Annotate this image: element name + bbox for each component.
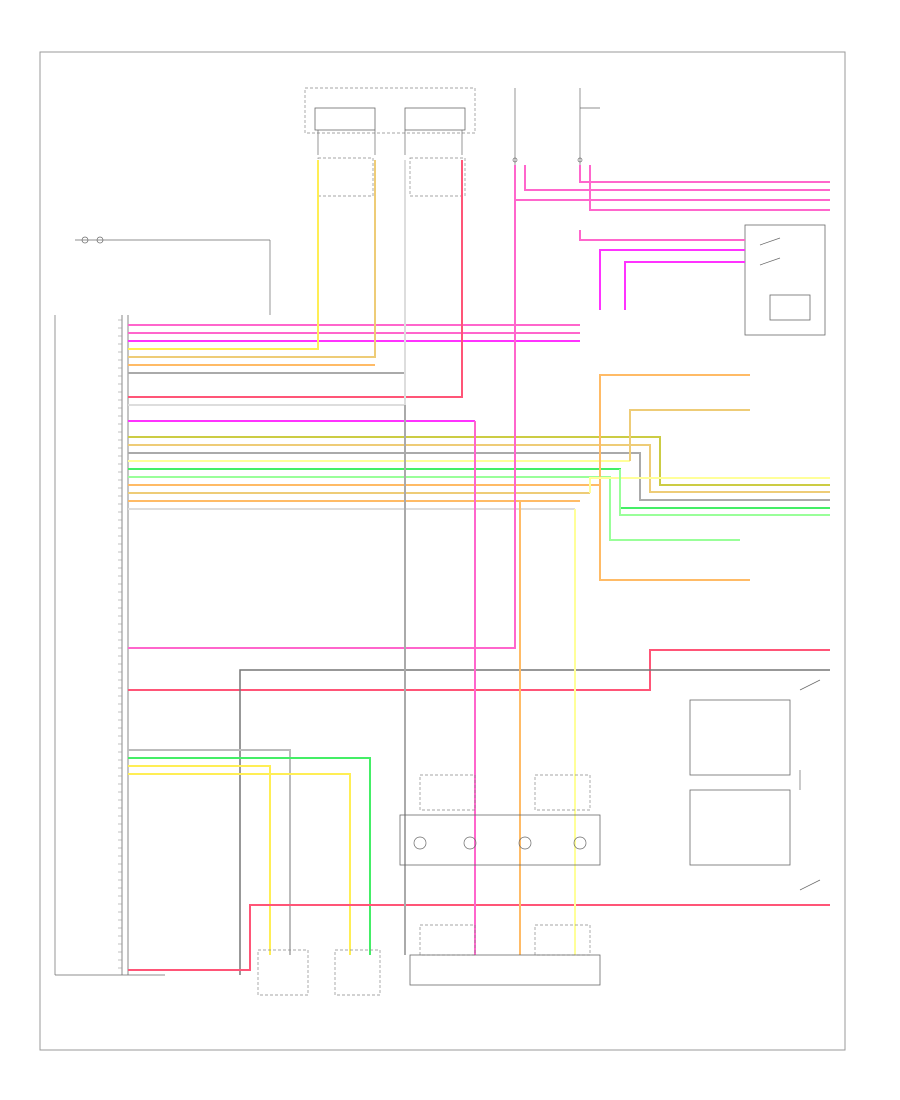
- wire-light-1: [128, 160, 406, 406]
- front-sensor-left: [314, 107, 376, 131]
- top-right-switches: [512, 88, 600, 165]
- wire-yellow-low2: [128, 773, 351, 955]
- wire-green-low1: [128, 757, 371, 955]
- wire-tan-1: [128, 160, 376, 358]
- wire-yellow-low1: [128, 765, 271, 955]
- lower-sensor-module: [399, 774, 601, 986]
- wire-pink-v5: [579, 230, 745, 241]
- airbag-module-connector: [54, 315, 129, 975]
- wire-tan-r1: [629, 409, 750, 461]
- diagram-frame: [39, 51, 846, 1051]
- wire-light-green-r: [619, 469, 830, 516]
- wire-light-green-1: [128, 476, 740, 541]
- wire-yellow-1: [128, 160, 319, 350]
- wire-magenta-v2: [624, 261, 745, 310]
- wire-tan-2: [128, 444, 830, 493]
- top-sensor-assembly: [304, 87, 476, 197]
- wire-green-1: [128, 468, 830, 509]
- wire-red-1: [128, 160, 463, 398]
- wire-olive-1: [128, 436, 830, 486]
- wire-red-low2: [128, 904, 830, 971]
- right-connector-top: [744, 224, 826, 336]
- wire-magenta-v1: [599, 249, 745, 310]
- sensor-module-left: [317, 157, 374, 197]
- wire-orange-r2: [599, 485, 750, 581]
- right-lower-switches: [689, 679, 821, 891]
- left-top-component: [75, 236, 271, 315]
- pin-label-ticks: [118, 319, 122, 969]
- wire-pink-v2: [524, 165, 830, 191]
- wire-bundle: [128, 160, 830, 975]
- front-impact-sensor-housing: [304, 87, 476, 134]
- wire-gray-low1: [239, 669, 830, 975]
- wire-orange-r1: [599, 374, 750, 485]
- wire-pink-v3: [579, 165, 830, 183]
- sensor-module-right: [409, 157, 466, 197]
- passenger-sensor-block: [399, 814, 601, 866]
- wire-pink-v4: [589, 165, 830, 211]
- wire-gray-low2: [128, 749, 291, 955]
- wire-light-yellow-r: [589, 477, 830, 493]
- front-sensor-right: [404, 107, 466, 131]
- wire-pink-low1: [128, 200, 516, 649]
- wire-gray-2: [128, 452, 830, 501]
- bottom-connectors: [55, 949, 381, 996]
